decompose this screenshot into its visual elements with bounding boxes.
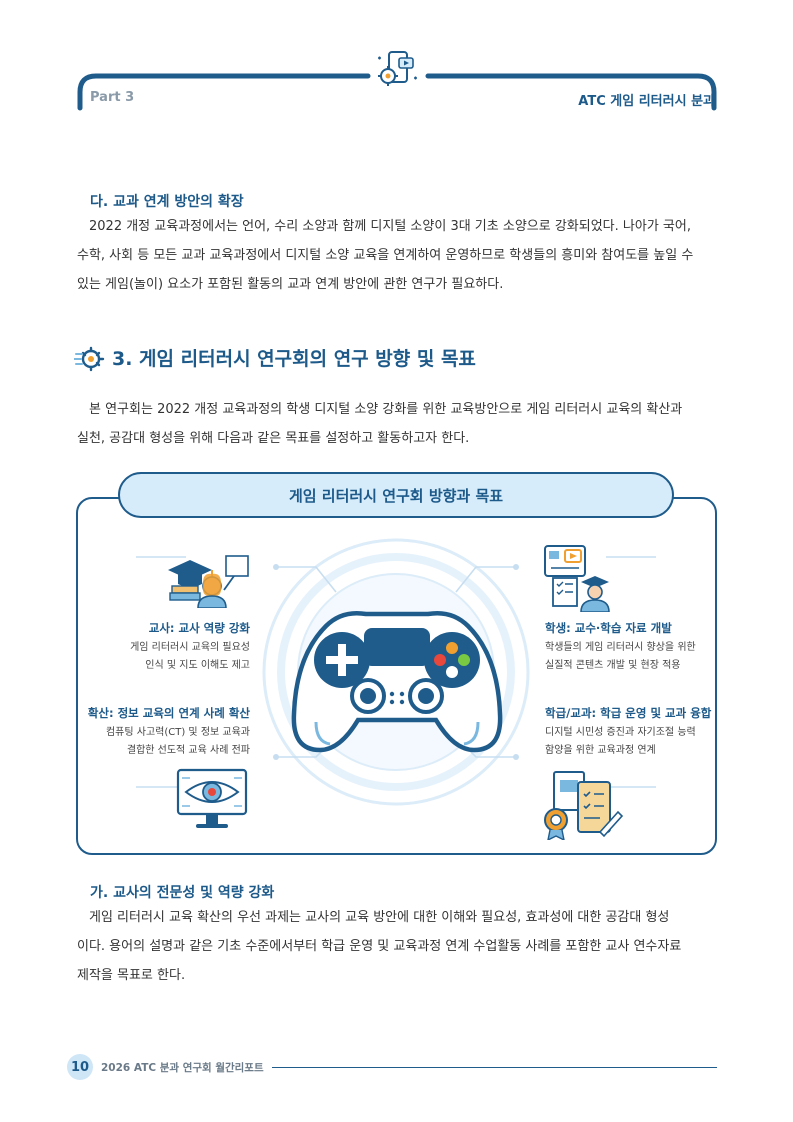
goal-desc-line: 실질적 콘텐츠 개발 및 현장 적용 (545, 660, 681, 671)
footer-title: 2026 ATC 분과 연구회 월간리포트 (101, 1062, 264, 1074)
goal-desc-line: 컴퓨팅 사고력(CT) 및 정보 교육과 (105, 727, 250, 738)
paragraph-line: 있는 게임(놀이) 요소가 포함된 활동의 교과 연계 방안에 관한 연구가 필… (77, 277, 504, 292)
section-ga-body: 게임 리터러시 교육 확산의 우선 과제는 교사의 교육 방안에 대한 이해와 … (77, 903, 717, 990)
paragraph-line: 이다. 용어의 설명과 같은 기초 수준에서부터 학급 운영 및 교육과정 연계… (77, 939, 682, 954)
goal-student-title: 학생: 교수·학습 자료 개발 (545, 621, 672, 635)
paragraph-line: 2022 개정 교육과정에서는 언어, 수리 소양과 함께 디지털 소양이 3대… (89, 219, 691, 234)
gear-circuit-icon (74, 346, 105, 372)
section-da-title: 다. 교과 연계 방안의 확장 (90, 194, 244, 210)
paragraph-line: 제작을 목표로 한다. (77, 968, 186, 983)
section-3-title: 3. 게임 리터러시 연구회의 연구 방향 및 목표 (112, 348, 476, 370)
goals-diagram-title: 게임 리터러시 연구회 방향과 목표 (118, 472, 674, 518)
section-3-body: 본 연구회는 2022 개정 교육과정의 학생 디지털 소양 강화를 위한 교육… (77, 395, 717, 453)
goal-school-desc: 디지털 시민성 증진과 자기조절 능력 함양을 위한 교육과정 연계 (545, 724, 720, 760)
goal-school-title: 학급/교과: 학급 운영 및 교과 융합 (545, 706, 712, 720)
monitor-eye-icon (176, 768, 248, 828)
goal-desc-line: 디지털 시민성 증진과 자기조절 능력 (545, 727, 696, 738)
paragraph-line: 본 연구회는 2022 개정 교육과정의 학생 디지털 소양 강화를 위한 교육… (89, 402, 683, 417)
student-learning-icon (544, 545, 610, 612)
header-frame (77, 73, 717, 111)
footer-rule (272, 1067, 717, 1068)
paragraph-line: 실천, 공감대 형성을 위해 다음과 같은 목표를 설정하고 활동하고자 한다. (77, 431, 470, 446)
teacher-icon (168, 555, 249, 608)
paragraph-line: 게임 리터러시 교육 확산의 우선 과제는 교사의 교육 방안에 대한 이해와 … (89, 910, 670, 925)
goal-desc-line: 게임 리터러시 교육의 필요성 (130, 642, 250, 653)
gamepad-icon (291, 611, 503, 753)
goal-desc-line: 결합한 선도적 교육 사례 전파 (126, 745, 250, 756)
goal-desc-line: 인식 및 지도 이해도 제고 (145, 660, 250, 671)
goal-spread-desc: 컴퓨팅 사고력(CT) 및 정보 교육과 결합한 선도적 교육 사례 전파 (60, 724, 250, 760)
part-label: Part 3 (90, 90, 135, 105)
header-device-gear-icon (378, 51, 417, 86)
header-title: ATC 게임 리터러시 분과 (578, 94, 715, 109)
paragraph-line: 수학, 사회 등 모든 교과 교육과정에서 디지털 소양 교육을 연계하여 운영… (77, 248, 694, 263)
goal-student-desc: 학생들의 게임 리터러시 향상을 위한 실질적 콘텐츠 개발 및 현장 적용 (545, 639, 715, 675)
goal-desc-line: 학생들의 게임 리터러시 향상을 위한 (545, 642, 696, 653)
goal-teacher-desc: 게임 리터러시 교육의 필요성 인식 및 지도 이해도 제고 (90, 639, 250, 675)
goal-desc-line: 함양을 위한 교육과정 연계 (545, 745, 656, 756)
section-ga-title: 가. 교사의 전문성 및 역량 강화 (90, 885, 275, 901)
page-number: 10 (67, 1054, 93, 1080)
goal-spread-title: 확산: 정보 교육의 연계 사례 확산 (87, 706, 250, 720)
document-badge-icon (544, 771, 624, 840)
goal-teacher-title: 교사: 교사 역량 강화 (148, 621, 250, 635)
section-da-body: 2022 개정 교육과정에서는 언어, 수리 소양과 함께 디지털 소양이 3대… (77, 212, 717, 299)
